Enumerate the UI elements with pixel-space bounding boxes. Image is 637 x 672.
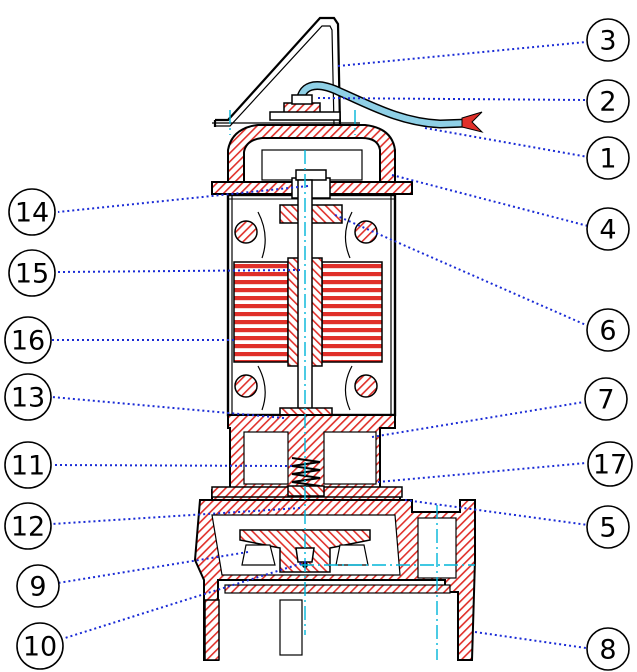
leader-lines — [51, 41, 589, 649]
callout-13: 13 — [4, 373, 52, 421]
leader-11 — [51, 464, 293, 467]
callout-13-label: 13 — [11, 383, 45, 414]
power-cable — [295, 81, 484, 133]
callout-2-label: 2 — [599, 87, 616, 118]
callout-8-label: 8 — [599, 635, 616, 666]
callout-7-label: 7 — [597, 385, 614, 416]
leader-3 — [337, 41, 587, 67]
callout-11-label: 11 — [11, 451, 45, 482]
callout-10-label: 10 — [23, 632, 57, 663]
leader-12 — [51, 507, 301, 525]
callout-9: 9 — [16, 564, 60, 608]
leader-8 — [474, 631, 587, 649]
callout-3: 3 — [586, 18, 630, 62]
callout-7: 7 — [584, 377, 628, 421]
callout-15-label: 15 — [15, 259, 49, 290]
callout-11: 11 — [4, 441, 52, 489]
callout-14-label: 14 — [15, 198, 49, 229]
callout-4-label: 4 — [599, 215, 616, 246]
leader-6 — [334, 214, 587, 326]
impeller-nut — [295, 547, 315, 568]
leader-14 — [57, 185, 309, 213]
winding-end-turns — [234, 211, 378, 411]
callout-14: 14 — [8, 188, 56, 236]
leader-7 — [371, 401, 585, 438]
leader-15 — [57, 269, 301, 273]
callout-1: 1 — [586, 136, 630, 180]
callout-6: 6 — [586, 308, 630, 352]
leader-10 — [64, 561, 307, 639]
pump-volute-casing — [193, 499, 476, 661]
stator-core — [233, 261, 383, 363]
leader-5 — [404, 499, 589, 526]
callout-9-label: 9 — [29, 572, 46, 603]
leader-9 — [57, 551, 249, 584]
mechanical-seal-spring — [287, 457, 325, 497]
lifting-handle — [212, 16, 360, 127]
callout-3-label: 3 — [599, 26, 616, 57]
callout-2: 2 — [586, 79, 630, 123]
callout-16: 16 — [4, 316, 52, 364]
callout-5: 5 — [586, 505, 630, 549]
callout-5-label: 5 — [599, 513, 616, 544]
callout-4: 4 — [586, 207, 630, 251]
callout-15: 15 — [8, 249, 56, 297]
leader-13 — [51, 396, 285, 419]
callout-17: 17 — [587, 441, 633, 487]
cable-gland — [269, 94, 341, 121]
callout-16-label: 16 — [11, 326, 45, 357]
leader-1 — [424, 127, 589, 158]
callout-12-label: 12 — [11, 512, 45, 543]
callout-1-label: 1 — [599, 144, 616, 175]
callout-17-label: 17 — [593, 450, 627, 481]
leader-17 — [377, 462, 587, 483]
centerlines — [229, 110, 475, 660]
callout-12: 12 — [4, 502, 52, 550]
leader-2 — [317, 97, 589, 101]
leader-4 — [391, 174, 589, 227]
callout-6-label: 6 — [599, 316, 616, 347]
callout-10: 10 — [16, 622, 64, 670]
callout-8: 8 — [586, 627, 630, 671]
